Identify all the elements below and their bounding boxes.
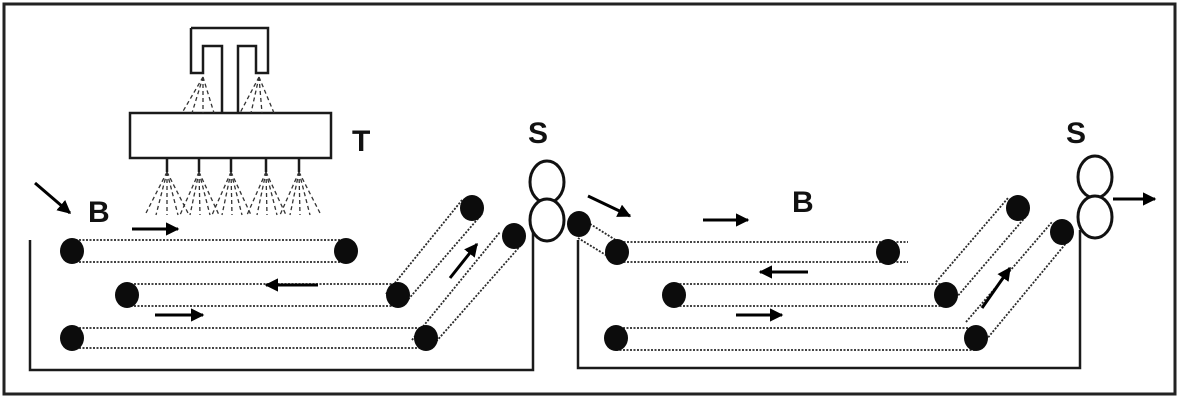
label-bath-left: B (88, 196, 110, 229)
left-squeeze-rollers (528, 159, 566, 243)
left-belt-path (72, 199, 523, 349)
label-bath-right: B (792, 186, 814, 219)
right-squeeze-rollers (1076, 154, 1114, 240)
left-rollers (60, 195, 526, 351)
right-tank-outline (576, 230, 1082, 370)
label-tank-t: T (352, 125, 370, 158)
spray-manifold (128, 26, 333, 216)
label-squeeze-left: S (528, 117, 548, 150)
right-rollers (567, 195, 1074, 351)
label-squeeze-right: S (1066, 117, 1086, 150)
left-tank-outline (28, 228, 535, 372)
flow-arrows (34, 181, 1157, 322)
